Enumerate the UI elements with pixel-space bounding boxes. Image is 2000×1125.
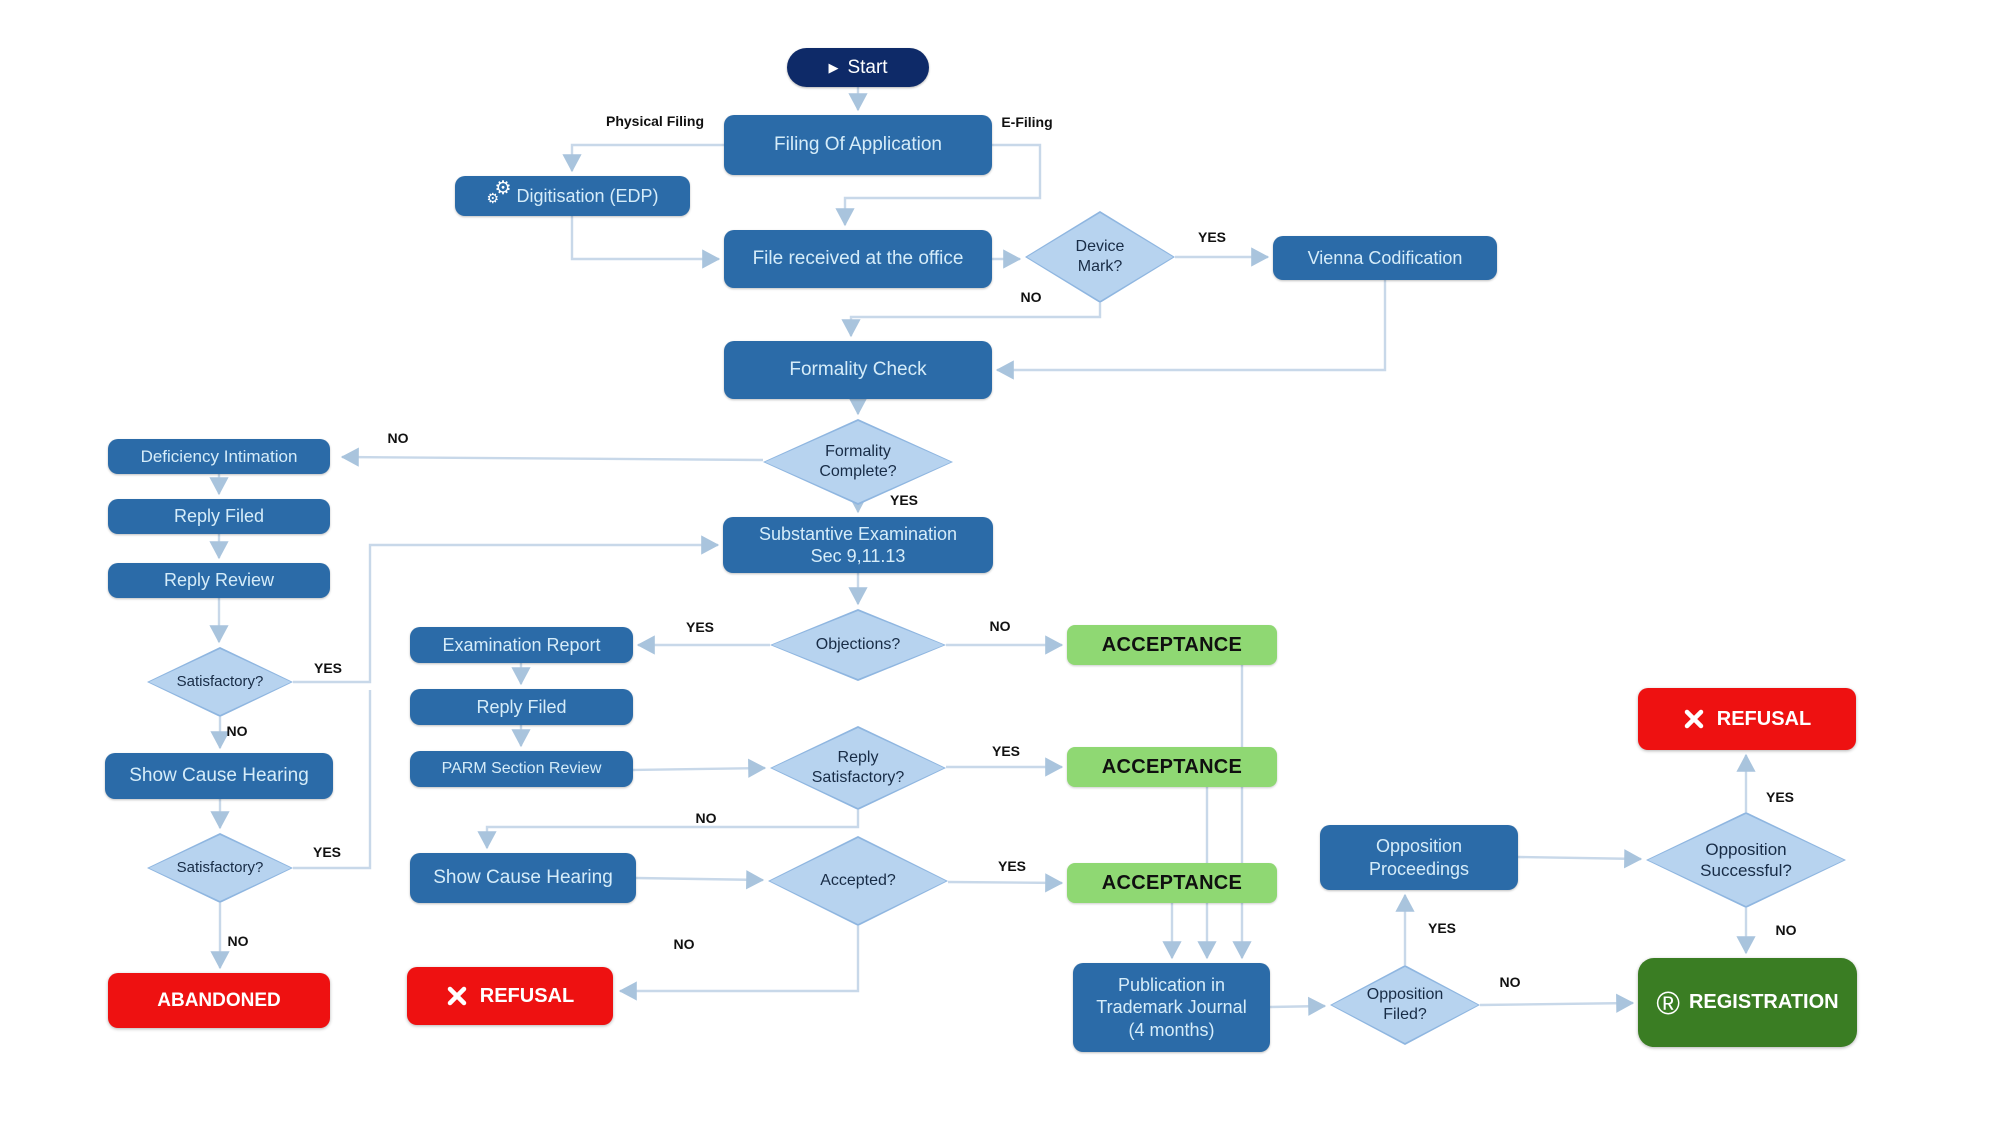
- edge-label-sat1-no: NO: [226, 723, 248, 739]
- acceptance3-node: ACCEPTANCE: [1067, 863, 1277, 903]
- edge-label-e-filing: E-Filing: [1001, 114, 1053, 130]
- digitisation-label: Digitisation (EDP): [516, 185, 659, 206]
- refusal-mid-label: REFUSAL: [479, 984, 575, 1007]
- device-mark-decision: Device Mark?: [1025, 211, 1175, 303]
- edge-devicemark-formality-no: [841, 303, 1102, 338]
- edge-oppproceedings-oppsuccessful: [1517, 849, 1643, 869]
- reply-filed-mid-node: Reply Filed: [410, 689, 633, 725]
- edge-label-device-yes: YES: [1197, 229, 1227, 245]
- edge-oppfiled-registration-no: [1479, 993, 1635, 1013]
- edge-label-oppsucc-yes: YES: [1765, 789, 1795, 805]
- digitisation-node: ⚙ ⚙ Digitisation (EDP): [455, 176, 690, 216]
- formality-check-node: Formality Check: [724, 341, 992, 399]
- substantive-examination-node: Substantive Examination Sec 9,11.13: [723, 517, 993, 573]
- refusal-mid-node: REFUSAL: [407, 967, 613, 1025]
- reply-filed-left-node: Reply Filed: [108, 499, 330, 534]
- edge-label-physical-filing: Physical Filing: [605, 113, 705, 129]
- edge-label-oppfiled-yes: YES: [1427, 920, 1457, 936]
- acceptance2-node: ACCEPTANCE: [1067, 747, 1277, 787]
- file-received-node: File received at the office: [724, 230, 992, 288]
- registered-trademark-icon: ®: [1656, 984, 1680, 1021]
- edge-label-replysat-no: NO: [695, 810, 717, 826]
- edge-label-sat1-yes: YES: [313, 660, 343, 676]
- edge-label-formality-no: NO: [387, 430, 409, 446]
- filing-of-application-node: Filing Of Application: [724, 115, 992, 175]
- edge-label-device-no: NO: [1020, 289, 1042, 305]
- satisfactory1-decision: Satisfactory?: [147, 647, 293, 717]
- edge-label-objections-no: NO: [989, 618, 1011, 634]
- edge-label-oppsucc-no: NO: [1775, 922, 1797, 938]
- abandoned-node: ABANDONED: [108, 973, 330, 1028]
- refusal-top-label: REFUSAL: [1716, 707, 1812, 730]
- reply-satisfactory-decision: Reply Satisfactory?: [770, 726, 946, 810]
- opposition-successful-decision: Opposition Successful?: [1646, 812, 1846, 908]
- start-node: ▶ Start: [787, 48, 929, 87]
- edge-parm-replysatisfactory: [632, 758, 767, 778]
- show-cause-hearing-mid-node: Show Cause Hearing: [410, 853, 636, 903]
- reply-review-node: Reply Review: [108, 563, 330, 598]
- cross-icon: [1684, 709, 1704, 729]
- start-label: Start: [847, 56, 888, 78]
- edge-label-accepted-no: NO: [673, 936, 695, 952]
- show-cause-hearing-left-node: Show Cause Hearing: [105, 753, 333, 799]
- edge-complete-deficiency-no: [340, 447, 764, 467]
- play-icon: ▶: [828, 60, 839, 75]
- edge-label-formality-yes: YES: [889, 492, 919, 508]
- edge-label-sat2-no: NO: [227, 933, 249, 949]
- opposition-filed-decision: Opposition Filed?: [1330, 965, 1480, 1045]
- satisfactory2-decision: Satisfactory?: [147, 833, 293, 903]
- edge-label-objections-yes: YES: [685, 619, 715, 635]
- gears-icon: ⚙ ⚙: [486, 178, 512, 206]
- edge-showcause-accepted: [635, 870, 765, 890]
- edge-replysat-showcause-no: [477, 810, 860, 850]
- parm-section-review-node: PARM Section Review: [410, 751, 633, 787]
- registration-node: ® REGISTRATION: [1638, 958, 1857, 1047]
- opposition-proceedings-node: Opposition Proceedings: [1320, 825, 1518, 890]
- vienna-codification-node: Vienna Codification: [1273, 236, 1497, 280]
- edge-publication-oppfiled: [1269, 996, 1327, 1016]
- edge-label-sat2-yes: YES: [312, 844, 342, 860]
- acceptance1-node: ACCEPTANCE: [1067, 625, 1277, 665]
- accepted-decision: Accepted?: [768, 836, 948, 926]
- edge-physical-filing: [562, 143, 724, 173]
- cross-icon: [447, 986, 467, 1006]
- deficiency-intimation-node: Deficiency Intimation: [108, 439, 330, 474]
- edge-label-accepted-yes: YES: [997, 858, 1027, 874]
- edge-vienna-formality: [995, 280, 1387, 380]
- edge-label-oppfiled-no: NO: [1499, 974, 1521, 990]
- refusal-top-node: REFUSAL: [1638, 688, 1856, 750]
- edge-accepted-refusal-no: [618, 926, 860, 1001]
- registration-label: REGISTRATION: [1688, 991, 1839, 1013]
- objections-decision: Objections?: [770, 609, 946, 681]
- edge-accepted-acceptance-yes: [947, 873, 1064, 893]
- edge-label-replysat-yes: YES: [991, 743, 1021, 759]
- edge-digitisation-file: [570, 216, 721, 269]
- examination-report-node: Examination Report: [410, 627, 633, 663]
- formality-complete-decision: Formality Complete?: [763, 419, 953, 505]
- publication-journal-node: Publication in Trademark Journal (4 mont…: [1073, 963, 1270, 1052]
